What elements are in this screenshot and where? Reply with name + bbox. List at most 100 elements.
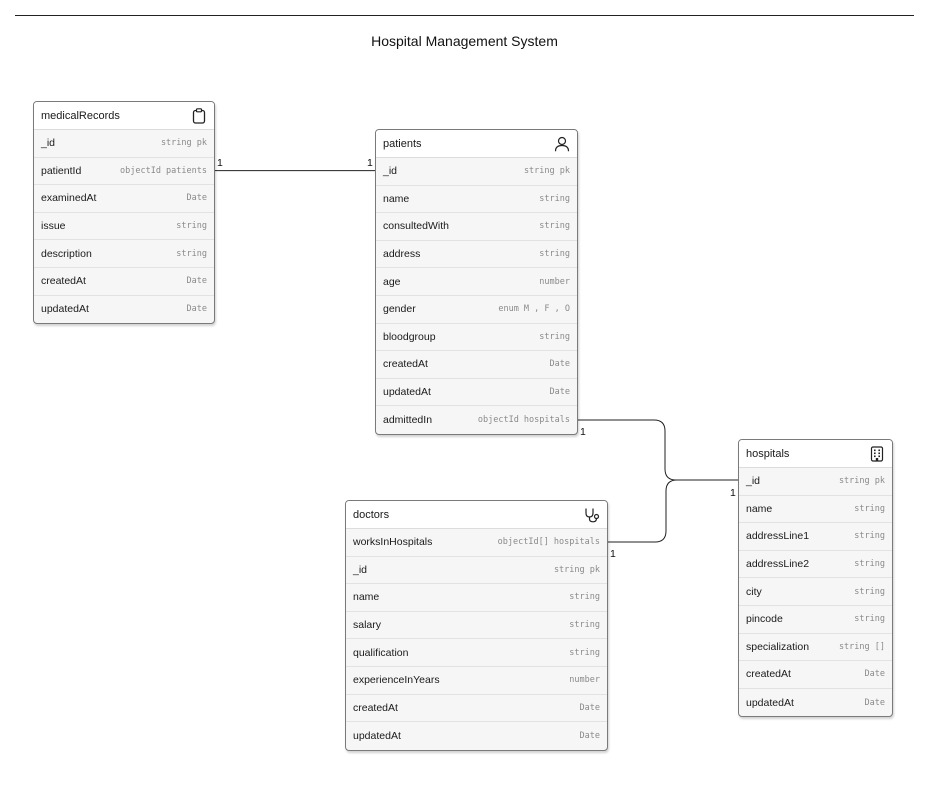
field-name: createdAt <box>383 358 428 371</box>
field-name: updatedAt <box>383 386 431 399</box>
field-name: updatedAt <box>353 729 401 742</box>
field-type: string <box>176 248 207 259</box>
clipboard-icon <box>191 107 207 124</box>
person-icon <box>554 136 570 152</box>
field-row: age number <box>376 268 577 296</box>
field-name: name <box>746 502 773 515</box>
field-type: string pk <box>553 564 600 575</box>
field-type: objectId hospitals <box>477 415 570 426</box>
field-type: string <box>539 331 570 342</box>
field-type: string <box>539 221 570 232</box>
field-name: createdAt <box>746 668 791 681</box>
field-type: objectId patients <box>120 165 207 176</box>
field-type: Date <box>549 387 570 398</box>
field-type: Date <box>186 193 207 204</box>
field-type: string <box>569 592 600 603</box>
entity-title: doctors <box>353 508 390 521</box>
field-type: number <box>539 276 570 287</box>
field-row: _id string pk <box>34 130 214 158</box>
field-name: createdAt <box>353 701 398 714</box>
field-row: examinedAt Date <box>34 185 214 213</box>
field-type: objectId[] hospitals <box>497 537 600 548</box>
field-name: qualification <box>353 646 409 659</box>
field-row: createdAt Date <box>346 695 607 723</box>
field-row: worksInHospitals objectId[] hospitals <box>346 529 607 557</box>
field-row: addressLine2 string <box>739 551 892 579</box>
field-name: worksInHospitals <box>353 536 433 549</box>
field-type: string <box>854 559 885 570</box>
field-row: name string <box>376 186 577 214</box>
field-name: _id <box>746 475 761 488</box>
field-name: addressLine2 <box>746 558 810 571</box>
field-row: salary string <box>346 612 607 640</box>
field-type: string <box>854 614 885 625</box>
field-row: updatedAt Date <box>376 379 577 407</box>
stethoscope-icon <box>584 507 600 523</box>
entity-title: medicalRecords <box>41 109 120 122</box>
field-name: updatedAt <box>746 696 794 709</box>
field-type: Date <box>864 697 885 708</box>
entity-patients[interactable]: patients _id string pk name string consult… <box>375 129 578 435</box>
entity-doctors[interactable]: doctors worksInHospitals objectId[] hospi… <box>345 500 608 751</box>
field-name: pincode <box>746 613 783 626</box>
diagram-title: Hospital Management System <box>371 33 558 49</box>
field-name: salary <box>353 619 382 632</box>
field-type: Date <box>186 276 207 287</box>
field-row: bloodgroup string <box>376 324 577 352</box>
field-type: enum M , F , O <box>498 304 570 315</box>
field-row: updatedAt Date <box>739 689 892 716</box>
field-name: name <box>383 192 410 205</box>
field-type: Date <box>549 359 570 370</box>
field-type: Date <box>579 702 600 713</box>
field-type: string [] <box>838 641 885 652</box>
entity-header: doctors <box>346 501 607 529</box>
field-name: address <box>383 248 421 261</box>
field-name: updatedAt <box>41 303 89 316</box>
relation-line-patients-hospitals <box>574 419 741 481</box>
field-name: experienceInYears <box>353 674 440 687</box>
field-row: description string <box>34 240 214 268</box>
field-type: string <box>539 193 570 204</box>
field-name: _id <box>383 165 398 178</box>
field-name: patientId <box>41 164 82 177</box>
field-name: bloodgroup <box>383 330 436 343</box>
field-name: consultedWith <box>383 220 449 233</box>
field-name: _id <box>41 137 56 150</box>
field-name: description <box>41 247 92 260</box>
entity-header: medicalRecords <box>34 102 214 130</box>
cardinality-label: 1 <box>367 157 373 169</box>
field-type: string <box>569 620 600 631</box>
field-type: string <box>854 586 885 597</box>
field-name: examinedAt <box>41 192 97 205</box>
entity-header: patients <box>376 130 577 158</box>
field-row: createdAt Date <box>34 268 214 296</box>
field-name: createdAt <box>41 275 86 288</box>
field-type: Date <box>864 669 885 680</box>
entity-medicalrecords[interactable]: medicalRecords _id string pk patientId obj… <box>33 101 215 324</box>
field-name: age <box>383 275 401 288</box>
top-rule <box>15 15 914 16</box>
field-row: patientId objectId patients <box>34 158 214 186</box>
building-icon <box>869 445 885 462</box>
field-name: name <box>353 591 380 604</box>
field-type: string <box>176 221 207 232</box>
cardinality-label: 1 <box>217 157 223 169</box>
field-type: string pk <box>160 138 207 149</box>
cardinality-label: 1 <box>730 487 736 499</box>
field-name: addressLine1 <box>746 530 810 543</box>
field-row: consultedWith string <box>376 213 577 241</box>
cardinality-label: 1 <box>610 548 616 560</box>
field-type: string pk <box>523 166 570 177</box>
field-row: name string <box>346 584 607 612</box>
